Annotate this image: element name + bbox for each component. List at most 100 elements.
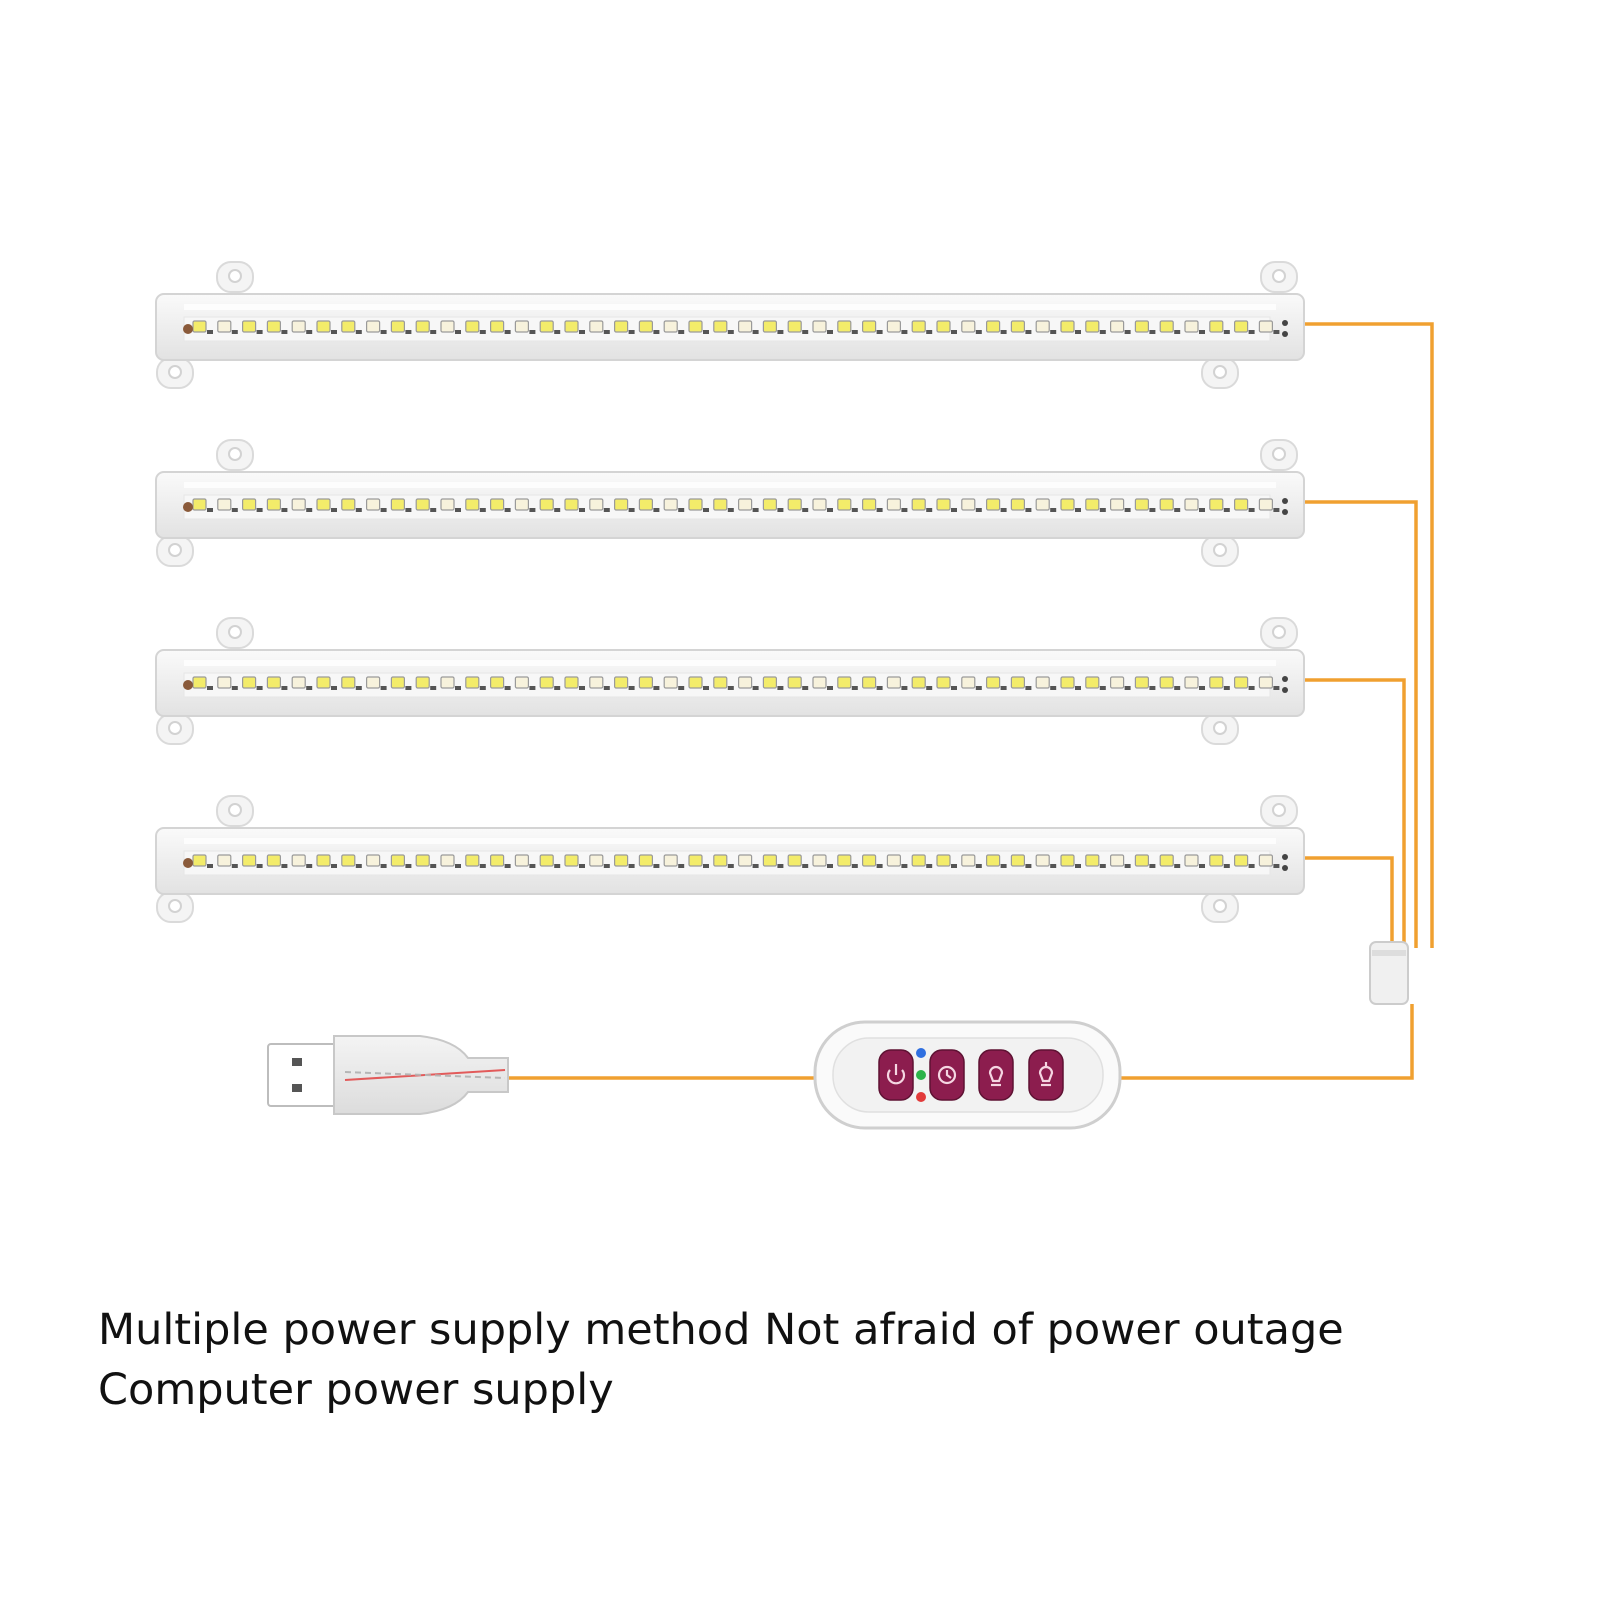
- led-chip: [1109, 676, 1125, 689]
- led-chip: [886, 854, 902, 867]
- led-chip: [787, 676, 802, 689]
- resistor: [678, 686, 685, 690]
- timer-button[interactable]: [929, 1049, 965, 1101]
- power-button[interactable]: [878, 1049, 914, 1101]
- power-icon: [886, 1064, 906, 1085]
- resistor: [479, 330, 486, 334]
- resistor: [1124, 330, 1131, 334]
- caption-line-1: Multiple power supply method Not afraid …: [98, 1305, 1344, 1355]
- resistor: [1149, 864, 1156, 868]
- power-cables: [508, 322, 1434, 1080]
- light-bar: [155, 617, 1305, 745]
- resistor: [1075, 330, 1081, 334]
- led-chip: [192, 320, 207, 333]
- dim-up-button[interactable]: [1028, 1049, 1064, 1101]
- resistor: [653, 508, 660, 512]
- resistor: [603, 686, 610, 690]
- led-chip: [1060, 320, 1075, 333]
- led-chip: [613, 676, 629, 689]
- bar-cable: [1304, 856, 1394, 948]
- resistor: [1223, 508, 1230, 512]
- led-chip: [490, 320, 505, 333]
- led-chip: [539, 320, 554, 333]
- led-chip: [1258, 320, 1274, 333]
- mounting-hole: [1272, 269, 1286, 283]
- resistor: [901, 508, 908, 512]
- led-chip: [415, 676, 430, 689]
- resistor: [1174, 864, 1181, 868]
- power-arc: [886, 1069, 906, 1085]
- resistor: [1273, 864, 1280, 868]
- solder-point: [183, 502, 193, 512]
- solder-point: [1282, 865, 1288, 871]
- led-chip: [465, 498, 480, 511]
- led-chip: [242, 854, 257, 867]
- led-chip: [440, 676, 455, 689]
- led-chip: [886, 320, 902, 333]
- led-chip: [465, 854, 480, 867]
- resistor: [678, 864, 685, 868]
- resistor: [1248, 686, 1255, 690]
- resistor: [355, 864, 362, 868]
- mounting-hole: [168, 365, 182, 379]
- resistor: [1273, 686, 1280, 690]
- led-chip: [911, 498, 926, 511]
- led-chip: [1233, 498, 1249, 511]
- resistor: [355, 508, 362, 512]
- solder-point: [1282, 331, 1288, 337]
- led-chip: [514, 498, 530, 511]
- bulb-shape: [1038, 1065, 1054, 1083]
- solder-point: [1282, 676, 1288, 682]
- resistor: [355, 686, 362, 690]
- usb-contact: [292, 1058, 302, 1066]
- resistor: [703, 686, 709, 690]
- resistor: [554, 686, 561, 690]
- bar-cable: [1304, 322, 1434, 948]
- resistor: [479, 864, 486, 868]
- resistor: [628, 686, 635, 690]
- led-chip: [366, 320, 381, 333]
- resistor: [1000, 330, 1007, 334]
- led-chip: [1258, 676, 1274, 689]
- splitter-ring: [1372, 950, 1406, 956]
- resistor: [951, 864, 957, 868]
- resistor: [281, 864, 288, 868]
- resistor: [1075, 864, 1081, 868]
- led-chip: [341, 854, 356, 867]
- light-bars: [155, 261, 1305, 923]
- led-chip: [564, 320, 579, 333]
- resistor: [1223, 330, 1230, 334]
- resistor: [281, 686, 288, 690]
- resistor: [1223, 864, 1230, 868]
- led-chip: [564, 854, 579, 867]
- controller-indicator-blue: [916, 1048, 926, 1058]
- led-chip: [837, 676, 852, 689]
- solder-point: [183, 680, 193, 690]
- resistor: [802, 330, 809, 334]
- led-chip: [737, 854, 753, 867]
- resistor: [975, 330, 982, 334]
- led-chip: [1159, 498, 1174, 511]
- resistor: [1273, 330, 1280, 334]
- led-chip: [936, 676, 951, 689]
- led-chip: [514, 320, 530, 333]
- led-chip: [762, 854, 778, 867]
- led-chip: [366, 498, 381, 511]
- led-chip: [589, 498, 604, 511]
- resistor: [1099, 330, 1106, 334]
- led-chip: [936, 854, 951, 867]
- resistor: [752, 686, 759, 690]
- mounting-hole: [228, 447, 242, 461]
- led-chip: [242, 676, 257, 689]
- dim-down-button[interactable]: [978, 1049, 1014, 1101]
- led-chip: [663, 676, 678, 689]
- led-chip: [936, 498, 951, 511]
- dim-up-icon: [1038, 1062, 1054, 1087]
- led-chip: [688, 320, 703, 333]
- resistor: [603, 864, 610, 868]
- light-bar: [155, 261, 1305, 389]
- resistor: [1025, 330, 1032, 334]
- resistor: [827, 864, 833, 868]
- resistor: [207, 330, 213, 334]
- controller-indicator-red: [916, 1092, 926, 1102]
